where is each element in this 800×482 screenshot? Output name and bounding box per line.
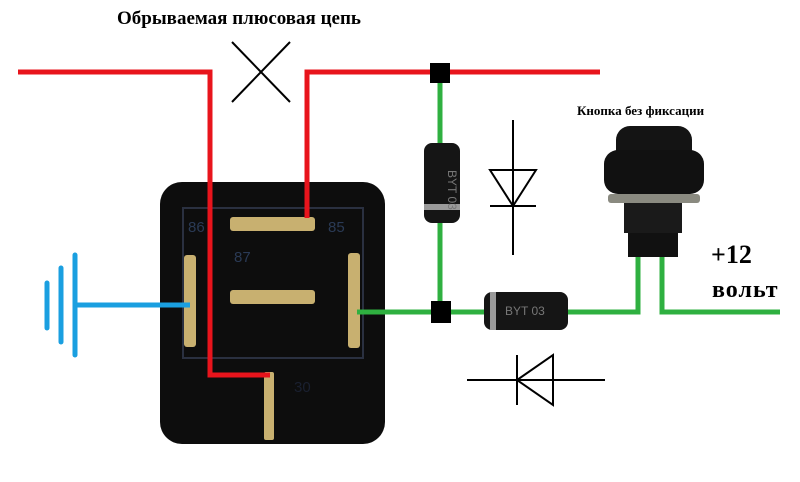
junction-top: [430, 63, 450, 83]
diode-vertical: BYT 03: [424, 143, 460, 223]
junction-bottom: [431, 301, 451, 323]
push-button-icon[interactable]: [604, 126, 704, 257]
button-label: Кнопка без фиксации: [577, 103, 705, 118]
ground-icon: [44, 252, 78, 358]
svg-text:BYT 03: BYT 03: [505, 304, 545, 318]
relay-pin-label-86: 86: [188, 219, 205, 236]
relay-pin-87a: [230, 290, 315, 304]
relay-pin-85: [348, 253, 360, 348]
relay-pin-87: [230, 217, 315, 231]
diode-symbol-horizontal: [467, 353, 605, 407]
volt-unit-label: вольт: [712, 277, 779, 303]
broken-circuit-label: Обрываемая плюсовая цепь: [117, 8, 361, 29]
relay-pin-label-85: 85: [328, 219, 345, 236]
relay-pin-86: [184, 255, 196, 347]
break-cross-mark: [231, 41, 291, 103]
relay-pin-label-30: 30: [294, 379, 311, 396]
voltage-label: +12: [711, 240, 752, 269]
relay-body: [160, 182, 385, 444]
relay-pin-30: [264, 372, 274, 440]
plus12-wire: [659, 255, 780, 315]
diode-horizontal: BYT 03: [484, 292, 568, 330]
relay-socket-frame: [182, 207, 364, 359]
relay-pin-label-87: 87: [234, 249, 251, 266]
plus-wire-output: [304, 69, 600, 218]
svg-text:BYT 03: BYT 03: [445, 170, 459, 210]
diode-symbol-vertical: [488, 120, 538, 255]
plus-wire-input: [18, 69, 270, 378]
